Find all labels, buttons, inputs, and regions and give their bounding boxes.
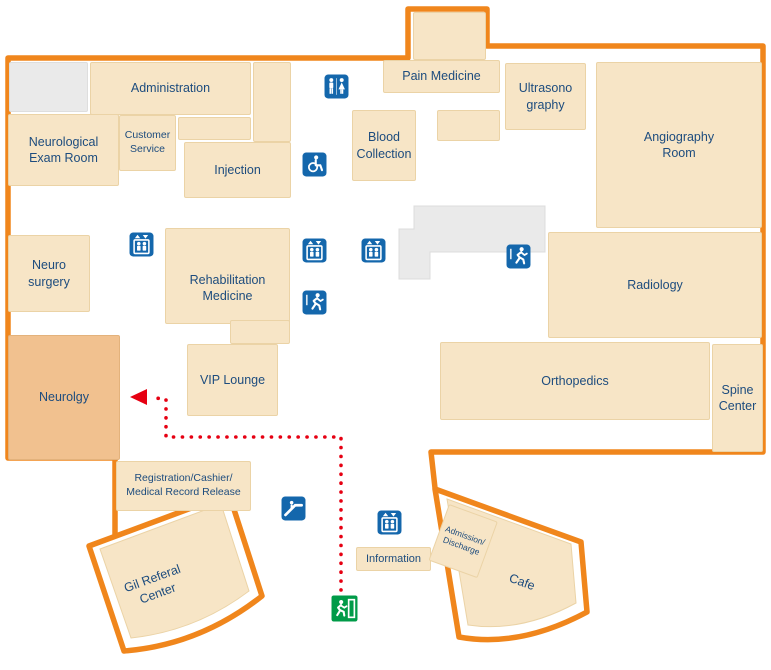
- room-neuro-surgery: Neuro surgery: [8, 235, 90, 312]
- elevator-icon: [302, 238, 327, 263]
- room-blood-collection: Blood Collection: [352, 110, 416, 181]
- elevator-icon: [361, 238, 386, 263]
- wheelchair-icon: [302, 152, 327, 177]
- central-core-area: [398, 205, 546, 280]
- room-pain-medicine-annex: [413, 12, 486, 60]
- room-customer-service: Customer Service: [119, 115, 176, 171]
- exit-door-icon: [331, 595, 358, 622]
- room-injection-area: [253, 62, 291, 142]
- emergency-exit-run-icon: [506, 244, 531, 269]
- room-angiography: Angiography Room: [596, 62, 762, 228]
- room-neurology: Neurolgy: [8, 335, 120, 460]
- room-registration-cashier: Registration/Cashier/ Medical Record Rel…: [116, 461, 251, 511]
- room-ultrasonography: Ultrasono graphy: [505, 63, 586, 130]
- elevator-icon: [129, 232, 154, 257]
- unlabeled-room: [9, 62, 88, 112]
- room-rehabilitation-annex: [230, 320, 290, 344]
- room-orthopedics: Orthopedics: [440, 342, 710, 420]
- room-spine-center: Spine Center: [712, 344, 763, 452]
- restroom-icon: [324, 74, 349, 99]
- escalator-icon: [281, 496, 306, 521]
- emergency-exit-run-icon: [302, 290, 327, 315]
- room-rehabilitation-label: Rehabilitation Medicine: [189, 272, 266, 303]
- room-information: Information: [356, 547, 431, 571]
- room-pain-medicine: Pain Medicine: [383, 60, 500, 93]
- room-radiology: Radiology: [548, 232, 762, 338]
- room-administration: Administration: [90, 62, 251, 115]
- unlabeled-room-2: [437, 110, 500, 141]
- room-rehabilitation: [165, 228, 290, 324]
- elevator-icon: [377, 510, 402, 535]
- room-neurological-exam: Neurological Exam Room: [8, 114, 119, 186]
- room-injection: Injection: [184, 142, 291, 198]
- room-vip-lounge: VIP Lounge: [187, 344, 278, 416]
- room-admin-annex: [178, 117, 251, 140]
